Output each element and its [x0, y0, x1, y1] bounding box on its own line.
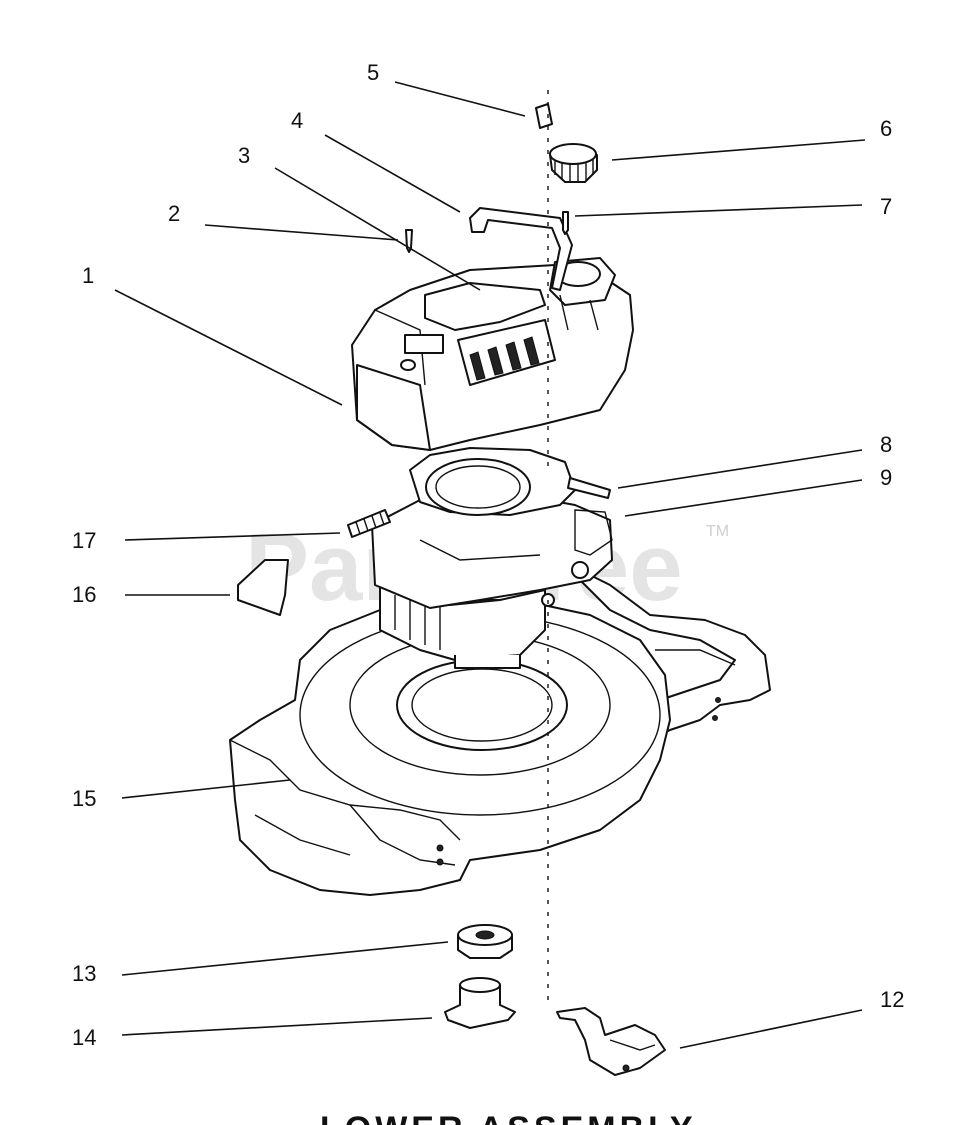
- callout-17: 17: [72, 528, 96, 553]
- leader-lines: [114, 81, 866, 1049]
- part-13-bearing: [457, 924, 513, 959]
- part-16-shield: [237, 559, 289, 616]
- callout-14: 14: [72, 1025, 96, 1050]
- footer-title: LOWER ASSEMBLY: [320, 1110, 697, 1125]
- part-12-blade: [556, 1007, 666, 1076]
- part-1-engine-cover: [351, 257, 634, 451]
- part-4-bail-handle: [469, 207, 573, 291]
- footer-title-cropped: LOWER ASSEMBLY: [320, 1110, 697, 1125]
- callout-2: 2: [168, 201, 180, 226]
- callout-labels: 1 2 3 4 5 6 7 8 9 17 16 15 13 14 12: [72, 60, 904, 1050]
- part-6-fuel-cap: [549, 143, 598, 183]
- callout-1: 1: [82, 263, 94, 288]
- callout-16: 16: [72, 582, 96, 607]
- callout-8: 8: [880, 432, 892, 457]
- part-5-pin: [535, 103, 553, 129]
- part-8-dipstick: [567, 477, 611, 499]
- part-7-screw: [562, 211, 569, 235]
- part-9-engine: [371, 447, 613, 669]
- part-17-spring: [347, 509, 391, 538]
- callout-7: 7: [880, 194, 892, 219]
- callout-6: 6: [880, 116, 892, 141]
- part-14-blade-adapter: [444, 977, 516, 1029]
- callout-9: 9: [880, 465, 892, 490]
- callout-15: 15: [72, 786, 96, 811]
- watermark-tm: TM: [706, 523, 729, 540]
- callout-5: 5: [367, 60, 379, 85]
- callout-12: 12: [880, 987, 904, 1012]
- part-15-mower-deck: [229, 559, 771, 896]
- callout-3: 3: [238, 143, 250, 168]
- callout-4: 4: [291, 108, 303, 133]
- callout-13: 13: [72, 961, 96, 986]
